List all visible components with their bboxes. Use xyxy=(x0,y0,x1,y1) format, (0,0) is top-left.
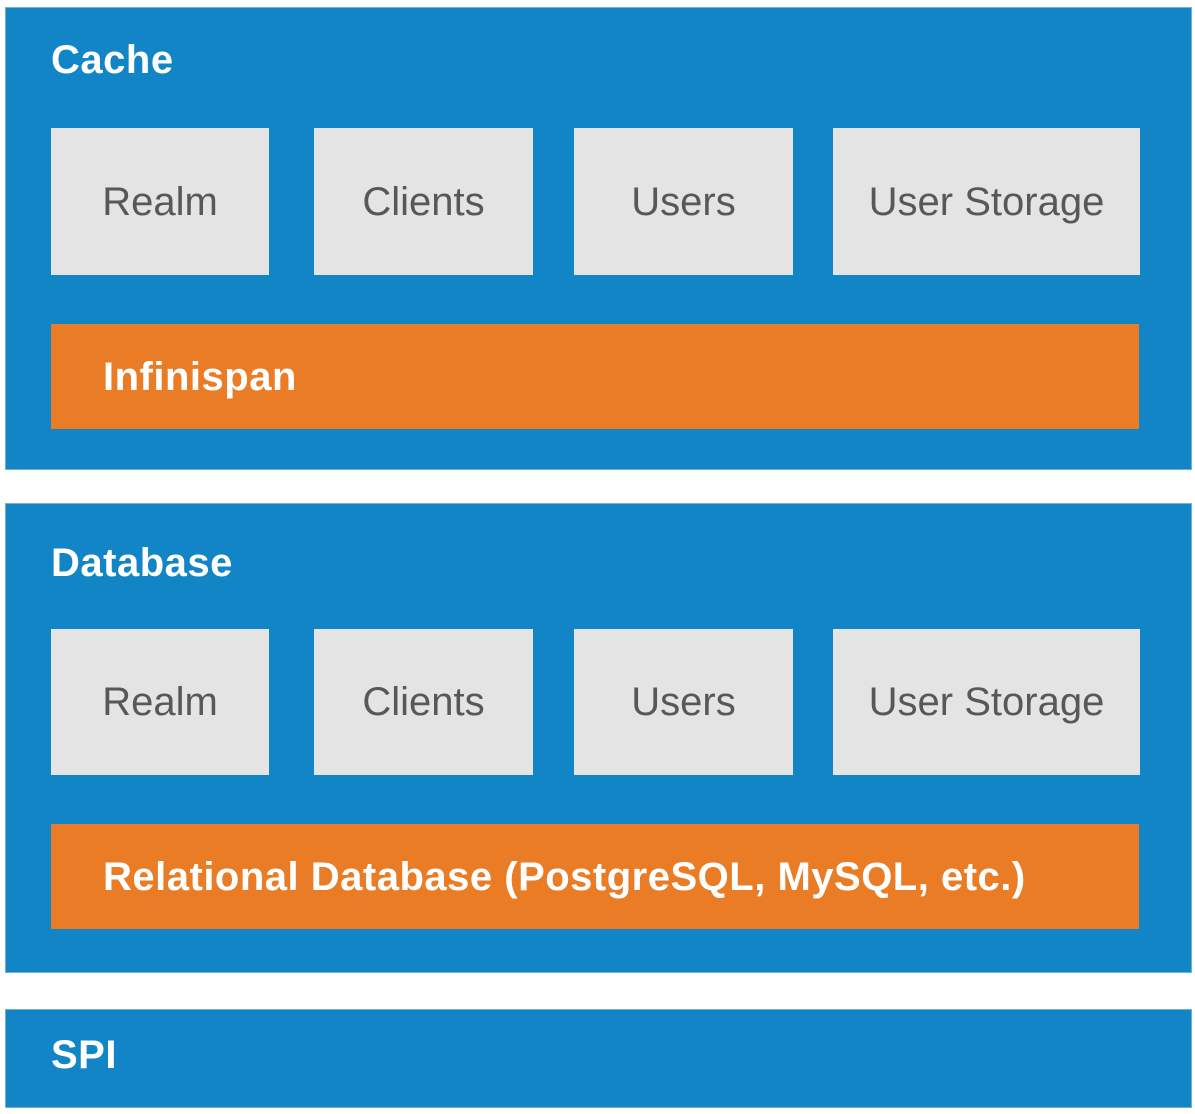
spi-section-title: SPI xyxy=(51,1033,117,1077)
database-box-user-storage: User Storage xyxy=(833,629,1140,775)
cache-infinispan-bar: Infinispan xyxy=(51,324,1139,429)
cache-box-clients: Clients xyxy=(314,128,533,275)
database-box-users-label: Users xyxy=(631,680,736,724)
database-box-clients-label: Clients xyxy=(362,680,485,724)
database-box-realm: Realm xyxy=(51,629,269,775)
database-box-user-storage-label: User Storage xyxy=(868,680,1105,724)
cache-box-realm-label: Realm xyxy=(102,179,218,224)
database-box-users: Users xyxy=(574,629,793,775)
database-section: Database Realm Clients Users User Storag… xyxy=(5,503,1192,973)
spi-section: SPI xyxy=(5,1009,1192,1108)
cache-box-users: Users xyxy=(574,128,793,275)
database-relational-db-bar: Relational Database (PostgreSQL, MySQL, … xyxy=(51,824,1139,929)
database-box-realm-label: Realm xyxy=(102,680,218,724)
cache-section: Cache Realm Clients Users User Storage I… xyxy=(5,7,1192,470)
cache-box-user-storage: User Storage xyxy=(833,128,1140,275)
database-box-clients: Clients xyxy=(314,629,533,775)
cache-infinispan-bar-label: Infinispan xyxy=(103,354,297,399)
cache-box-user-storage-label: User Storage xyxy=(868,179,1105,224)
cache-box-clients-label: Clients xyxy=(362,179,485,224)
cache-box-realm: Realm xyxy=(51,128,269,275)
cache-section-title: Cache xyxy=(51,38,174,82)
database-relational-db-bar-label: Relational Database (PostgreSQL, MySQL, … xyxy=(103,854,1026,899)
cache-box-users-label: Users xyxy=(631,179,736,224)
database-section-title: Database xyxy=(51,541,233,585)
